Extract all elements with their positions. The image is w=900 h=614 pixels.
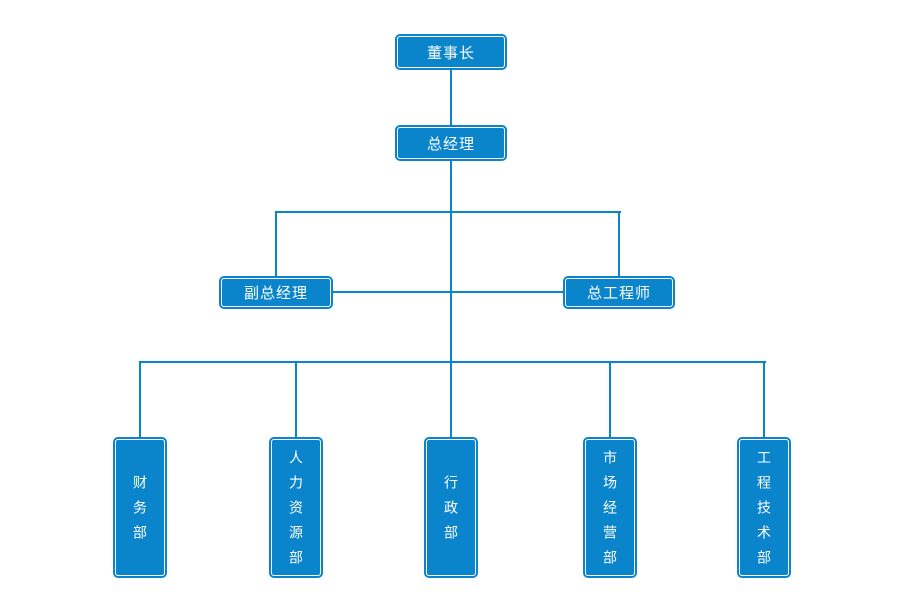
node-general-manager-label: 总经理 <box>426 135 475 153</box>
connector-drop-chief-engineer <box>618 211 620 276</box>
node-dept-human-resources[interactable]: 人力资源部 <box>269 437 323 578</box>
node-chief-engineer[interactable]: 总工程师 <box>563 276 675 309</box>
node-dept-administration[interactable]: 行政部 <box>424 437 478 578</box>
node-deputy-general-manager[interactable]: 副总经理 <box>219 276 333 309</box>
connector-chairman-to-gm <box>450 70 452 125</box>
connector-row2-branch <box>275 211 621 213</box>
connector-drop-engineering <box>763 361 765 437</box>
node-dept-administration-label: 行政部 <box>443 475 459 550</box>
node-dept-human-resources-label: 人力资源部 <box>288 450 304 575</box>
connector-drop-hr <box>295 361 297 437</box>
node-dept-engineering-technology[interactable]: 工程技术部 <box>737 437 791 578</box>
connector-drop-administration <box>450 361 452 437</box>
node-chairman[interactable]: 董事长 <box>395 34 507 70</box>
connector-central-spine <box>450 161 452 363</box>
node-chief-engineer-label: 总工程师 <box>586 285 651 302</box>
connector-departments-bus <box>139 361 766 363</box>
connector-drop-deputy-gm <box>275 211 277 276</box>
node-deputy-general-manager-label: 副总经理 <box>243 285 308 302</box>
connector-drop-marketing <box>609 361 611 437</box>
node-dept-finance-label: 财务部 <box>132 475 148 550</box>
node-dept-finance[interactable]: 财务部 <box>113 437 167 578</box>
node-dept-marketing-operations[interactable]: 市场经营部 <box>583 437 637 578</box>
node-dept-marketing-operations-label: 市场经营部 <box>602 450 618 575</box>
node-dept-engineering-technology-label: 工程技术部 <box>756 450 772 575</box>
connector-drop-finance <box>139 361 141 437</box>
node-chairman-label: 董事长 <box>426 44 475 62</box>
node-general-manager[interactable]: 总经理 <box>395 125 507 161</box>
connector-row2-cross <box>333 291 563 293</box>
